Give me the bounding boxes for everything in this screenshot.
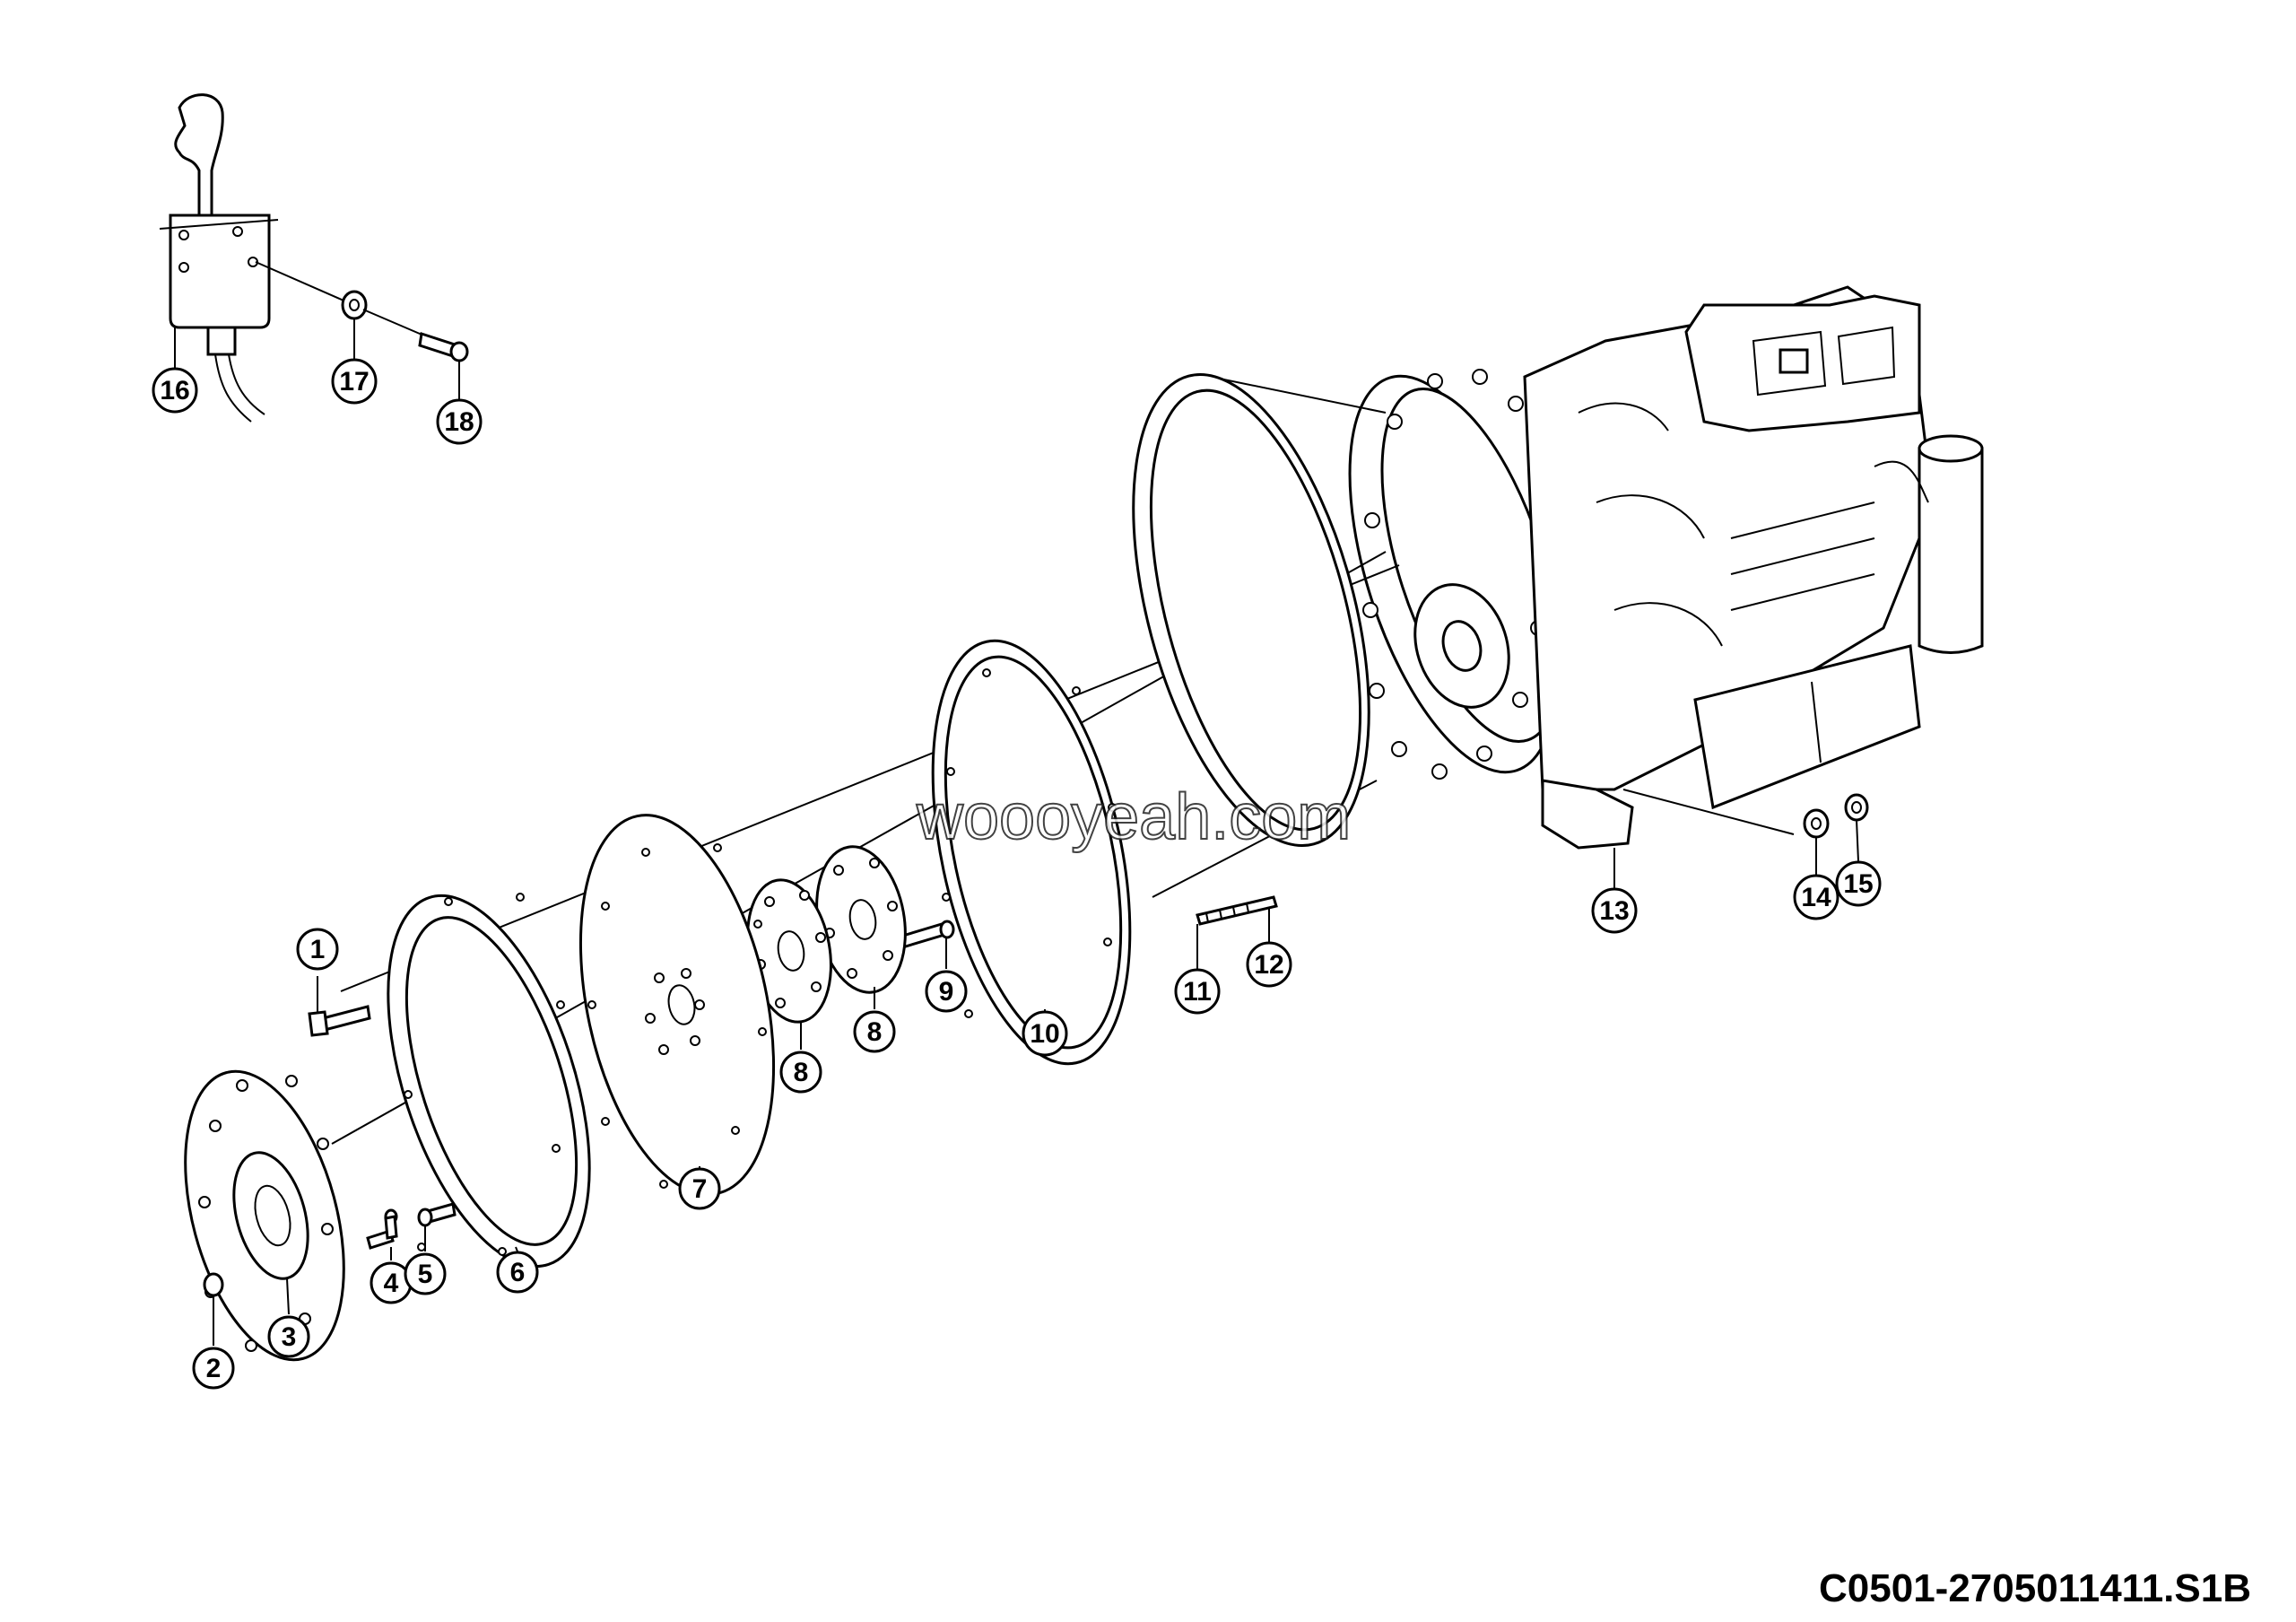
part-3-adapter-flange	[184, 1069, 345, 1362]
svg-text:14: 14	[1801, 883, 1831, 912]
drawing-code: C0501-2705011411.S1B	[1819, 1566, 2251, 1610]
svg-text:16: 16	[160, 376, 189, 406]
callout-11: 11	[1174, 968, 1221, 1015]
callout-7: 7	[678, 1167, 721, 1210]
svg-text:6: 6	[510, 1258, 526, 1287]
callout-16: 16	[152, 367, 198, 414]
callout-5: 5	[404, 1252, 447, 1295]
callout-1: 1	[296, 928, 339, 971]
callout-2: 2	[192, 1347, 235, 1390]
part-5-bolt	[417, 1202, 457, 1227]
part-7-flexplate	[578, 814, 776, 1196]
svg-text:8: 8	[794, 1058, 809, 1087]
callout-18: 18	[436, 398, 483, 445]
svg-text:9: 9	[939, 977, 954, 1007]
svg-text:10: 10	[1030, 1019, 1059, 1049]
part-6-spacer-ring	[387, 893, 591, 1269]
part-2-washer	[203, 1272, 224, 1297]
part-8b-flange	[815, 845, 907, 994]
callout-8a: 8	[779, 1051, 822, 1094]
callout-13: 13	[1591, 887, 1638, 934]
callout-12: 12	[1246, 941, 1292, 988]
svg-text:5: 5	[418, 1260, 433, 1289]
svg-text:7: 7	[692, 1174, 708, 1204]
svg-text:4: 4	[384, 1269, 399, 1298]
part-4-bolt	[366, 1208, 398, 1250]
svg-text:2: 2	[206, 1354, 222, 1383]
callout-17: 17	[331, 358, 378, 405]
svg-text:15: 15	[1843, 869, 1873, 899]
part-1-bolt	[308, 1005, 371, 1037]
callout-15: 15	[1835, 860, 1882, 907]
part-15-washer	[1844, 793, 1869, 822]
callout-3: 3	[267, 1315, 310, 1358]
svg-text:1: 1	[310, 935, 326, 964]
part-12-ring	[1132, 373, 1370, 847]
svg-text:18: 18	[444, 407, 474, 437]
callout-6: 6	[496, 1251, 539, 1294]
part-14-washer	[1803, 808, 1830, 839]
svg-text:13: 13	[1599, 896, 1629, 926]
svg-text:17: 17	[339, 367, 369, 397]
part-8a-flange	[746, 878, 832, 1024]
callout-10: 10	[1022, 1010, 1068, 1057]
callout-14: 14	[1793, 874, 1839, 920]
callout-9: 9	[925, 970, 968, 1013]
shift-lever-assembly	[159, 93, 469, 423]
watermark-text: woooyeah.com	[916, 781, 1351, 853]
svg-text:8: 8	[867, 1017, 883, 1047]
part-11-stud	[1196, 895, 1278, 926]
svg-text:11: 11	[1183, 977, 1212, 1007]
transmission-unit	[1348, 285, 1984, 850]
callout-8b: 8	[853, 1010, 896, 1053]
svg-text:12: 12	[1254, 950, 1283, 980]
part-10-gasket	[931, 639, 1132, 1066]
svg-text:3: 3	[282, 1322, 297, 1352]
